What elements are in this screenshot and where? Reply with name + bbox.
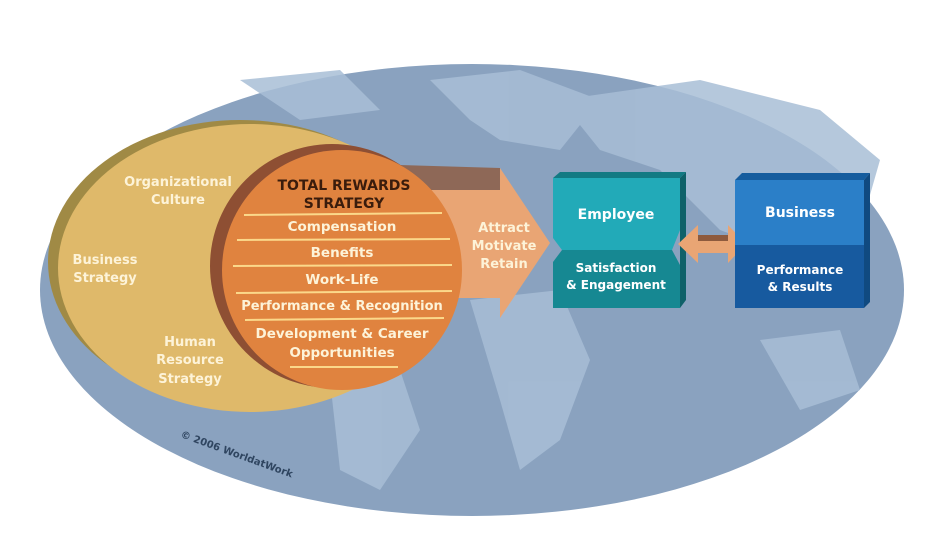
label-hr-strategy-3: Strategy xyxy=(158,372,222,387)
arrow-retain: Retain xyxy=(480,257,528,272)
rewards-dividers xyxy=(232,212,453,368)
rewards-item-work-life: Work-Life xyxy=(305,272,378,288)
label-hr-strategy-2: Resource xyxy=(156,353,224,368)
business-sub-1: Performance xyxy=(757,263,844,277)
label-business-strategy-2: Strategy xyxy=(73,271,137,286)
label-hr-strategy-1: Human xyxy=(164,335,216,350)
rewards-item-benefits: Benefits xyxy=(311,245,374,261)
employee-sub-1: Satisfaction xyxy=(576,261,657,275)
rewards-title-1: TOTAL REWARDS xyxy=(277,178,410,194)
rewards-item-development-1: Development & Career xyxy=(256,326,429,342)
label-org-culture-1: Organizational xyxy=(124,175,232,190)
rewards-item-performance: Performance & Recognition xyxy=(241,299,443,314)
employee-sub-2: & Engagement xyxy=(566,278,666,292)
label-org-culture-2: Culture xyxy=(151,193,205,208)
rewards-item-development-2: Opportunities xyxy=(289,345,394,361)
double-arrow-shadow xyxy=(698,235,728,241)
business-box: Business Performance & Results xyxy=(735,173,870,308)
business-title: Business xyxy=(765,205,835,221)
label-business-strategy-1: Business xyxy=(73,253,138,268)
arrow-attract: Attract xyxy=(478,221,530,236)
double-arrow xyxy=(678,225,746,263)
rewards-circle xyxy=(222,150,462,390)
rewards-title-2: STRATEGY xyxy=(304,196,385,212)
arrow-motivate: Motivate xyxy=(472,239,537,254)
business-sub-2: & Results xyxy=(768,280,833,294)
employee-box: Employee Satisfaction & Engagement xyxy=(553,172,686,308)
rewards-item-compensation: Compensation xyxy=(288,219,397,235)
employee-title: Employee xyxy=(578,207,655,223)
